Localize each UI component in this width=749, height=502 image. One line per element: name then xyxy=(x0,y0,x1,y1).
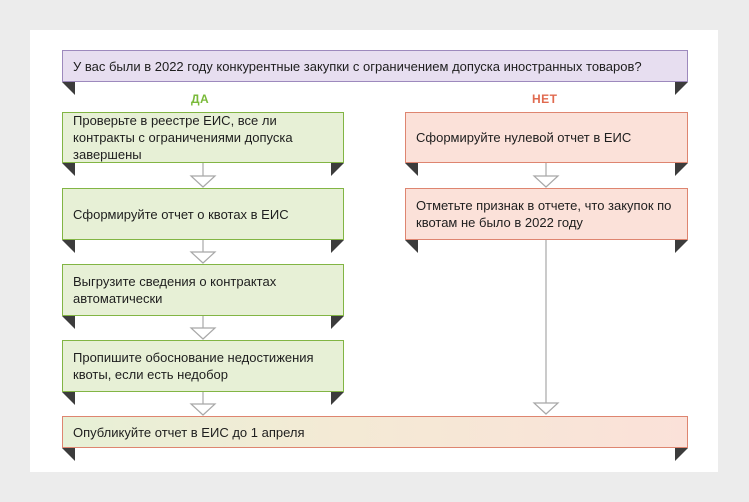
fold-corner xyxy=(405,240,418,253)
fold-corner xyxy=(405,163,418,176)
fold-corner xyxy=(62,316,75,329)
flow-arrow xyxy=(532,175,560,188)
no-branch-label: НЕТ xyxy=(532,92,558,106)
step-text: Сформируйте отчет о квотах в ЕИС xyxy=(73,206,289,222)
flow-arrow xyxy=(189,251,217,264)
fold-corner xyxy=(675,163,688,176)
fold-corner xyxy=(62,82,75,95)
yes-step-1: Проверьте в реестре ЕИС, все ли контракт… xyxy=(62,112,344,163)
flow-arrow xyxy=(189,175,217,188)
step-text: Выгрузите сведения о контрактах автомати… xyxy=(73,274,277,306)
fold-corner xyxy=(331,163,344,176)
yes-step-4: Пропишите обоснование недостижения квоты… xyxy=(62,340,344,392)
fold-corner xyxy=(62,448,75,461)
step-text: Отметьте признак в отчете, что закупок п… xyxy=(416,198,672,230)
fold-corner xyxy=(62,163,75,176)
no-step-1: Сформируйте нулевой отчет в ЕИС xyxy=(405,112,688,163)
fold-corner xyxy=(331,392,344,405)
yes-branch-label: ДА xyxy=(191,92,210,106)
yes-step-3: Выгрузите сведения о контрактах автомати… xyxy=(62,264,344,316)
step-text: Пропишите обоснование недостижения квоты… xyxy=(73,350,314,382)
final-step-text: Опубликуйте отчет в ЕИС до 1 апреля xyxy=(73,424,305,440)
fold-corner xyxy=(331,240,344,253)
fold-corner xyxy=(675,82,688,95)
fold-corner xyxy=(62,392,75,405)
flow-arrow xyxy=(189,327,217,340)
question-text: У вас были в 2022 году конкурентные заку… xyxy=(73,58,642,74)
fold-corner xyxy=(675,448,688,461)
yes-step-2: Сформируйте отчет о квотах в ЕИС xyxy=(62,188,344,240)
question-box: У вас были в 2022 году конкурентные заку… xyxy=(62,50,688,82)
flow-arrow xyxy=(532,402,560,415)
step-text: Проверьте в реестре ЕИС, все ли контракт… xyxy=(73,113,293,162)
fold-corner xyxy=(675,240,688,253)
final-step-box: Опубликуйте отчет в ЕИС до 1 апреля xyxy=(62,416,688,448)
no-step-2: Отметьте признак в отчете, что закупок п… xyxy=(405,188,688,240)
fold-corner xyxy=(331,316,344,329)
fold-corner xyxy=(62,240,75,253)
step-text: Сформируйте нулевой отчет в ЕИС xyxy=(416,130,632,145)
flow-arrow xyxy=(189,403,217,416)
content-card xyxy=(30,30,718,472)
